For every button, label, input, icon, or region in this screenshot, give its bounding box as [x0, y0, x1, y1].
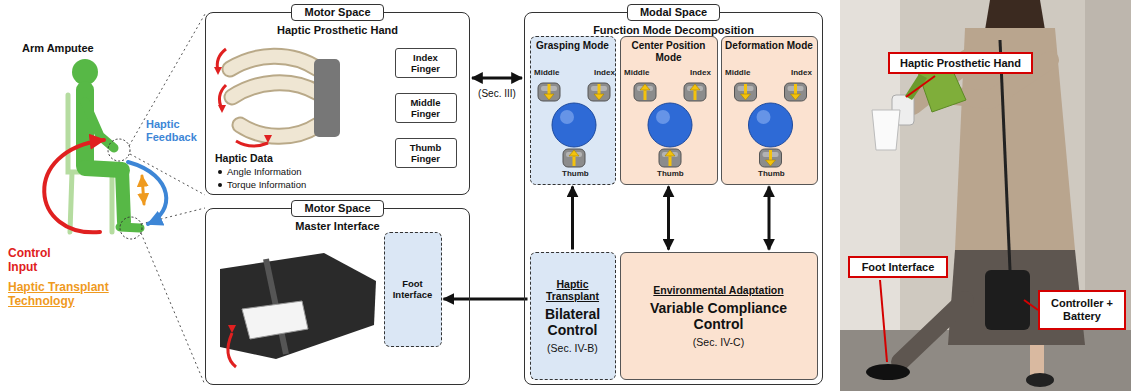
- interface-box: Foot Interface: [384, 232, 442, 347]
- node-text: (Sec. IV-B): [547, 342, 598, 354]
- node-title: Environmental Adaptation: [653, 284, 783, 296]
- node-title: Middle Finger: [398, 97, 454, 119]
- figure-label: Arm Amputee: [22, 42, 94, 54]
- node-text: Haptic Prosthetic Hand: [277, 24, 398, 37]
- node-title: Thumb Finger: [398, 142, 454, 164]
- figure-label-holder: Arm Amputee: [22, 42, 94, 54]
- node-title: Foot Interface: [388, 278, 438, 300]
- connector-arrow: [667, 187, 670, 250]
- node-title: Index Finger: [398, 52, 454, 74]
- finger-box: Index Finger: [395, 48, 457, 78]
- control-box: Environmental AdaptationVariable Complia…: [620, 252, 818, 380]
- node-text: Master Interface: [295, 220, 379, 233]
- node-title: Modal Space: [627, 4, 720, 21]
- node-title: Haptic Prosthetic Hand: [900, 57, 1021, 70]
- mode-box: Center Position Mode: [620, 36, 718, 185]
- node-title: Grasping Mode: [536, 40, 609, 52]
- loop-label-holder: Control Input: [8, 246, 68, 274]
- photo-callout: Foot Interface: [848, 256, 948, 278]
- node-text: Bilateral Control: [534, 306, 612, 338]
- modal-space-panel: Modal SpaceFunction Mode DecompositionGr…: [524, 12, 823, 385]
- amputee-figure: [68, 59, 142, 239]
- node-text: (Sec. IV-C): [693, 336, 744, 348]
- photo-callout: Controller + Battery: [1038, 290, 1126, 330]
- node-title: Controller + Battery: [1044, 297, 1120, 323]
- mode-box: Deformation Mode: [721, 36, 818, 185]
- loop-arrows: [44, 140, 166, 232]
- motor-space-panel: Motor SpaceMaster InterfaceFoot Interfac…: [205, 208, 470, 385]
- data-item-holder: Torque Information: [218, 179, 306, 190]
- node-title: Motor Space: [291, 4, 383, 21]
- grasp-illustration: [531, 37, 617, 182]
- data-item-holder: Angle Information: [218, 166, 301, 177]
- node-text: Variable Compliance Control: [624, 300, 814, 332]
- edge-label: (Sec. III): [476, 88, 518, 100]
- node-title: Haptic Transplant: [534, 278, 612, 302]
- node-title: Deformation Mode: [725, 40, 813, 52]
- node-title: Foot Interface: [862, 261, 935, 274]
- photo: [840, 0, 1131, 391]
- finger-box: Middle Finger: [395, 93, 457, 123]
- bullet-dot: [218, 170, 222, 174]
- data-heading: Haptic Data: [215, 152, 273, 164]
- data-item: Angle Information: [227, 166, 301, 177]
- data-item: Torque Information: [227, 179, 306, 190]
- leader-dotted: [129, 14, 205, 385]
- technology-label: Haptic Transplant Technology: [8, 280, 109, 308]
- bullet-dot: [218, 183, 222, 187]
- motor-space-panel: Motor SpaceHaptic Prosthetic HandIndex F…: [205, 12, 470, 195]
- connector-arrow: [472, 77, 522, 80]
- control-box: Haptic TransplantBilateral Control (Sec. …: [530, 252, 616, 380]
- mode-box: Grasping Mode: [530, 36, 616, 185]
- loop-label-holder: Haptic Feedback: [146, 118, 200, 144]
- connector-arrow: [768, 187, 771, 250]
- technology-label-holder: Haptic Transplant Technology: [8, 280, 126, 308]
- loop-label: Control Input: [8, 246, 51, 274]
- deform-illustration: [722, 37, 819, 182]
- photo-callout: Haptic Prosthetic Hand: [888, 52, 1033, 74]
- node-title: Motor Space: [291, 200, 383, 217]
- loop-label: Haptic Feedback: [146, 118, 197, 143]
- finger-box: Thumb Finger: [395, 138, 457, 168]
- data-heading-holder: Haptic Data: [215, 152, 273, 164]
- connector-arrow: [444, 298, 528, 301]
- node-title: Center Position Mode: [624, 40, 714, 64]
- connector-arrow: [571, 187, 574, 250]
